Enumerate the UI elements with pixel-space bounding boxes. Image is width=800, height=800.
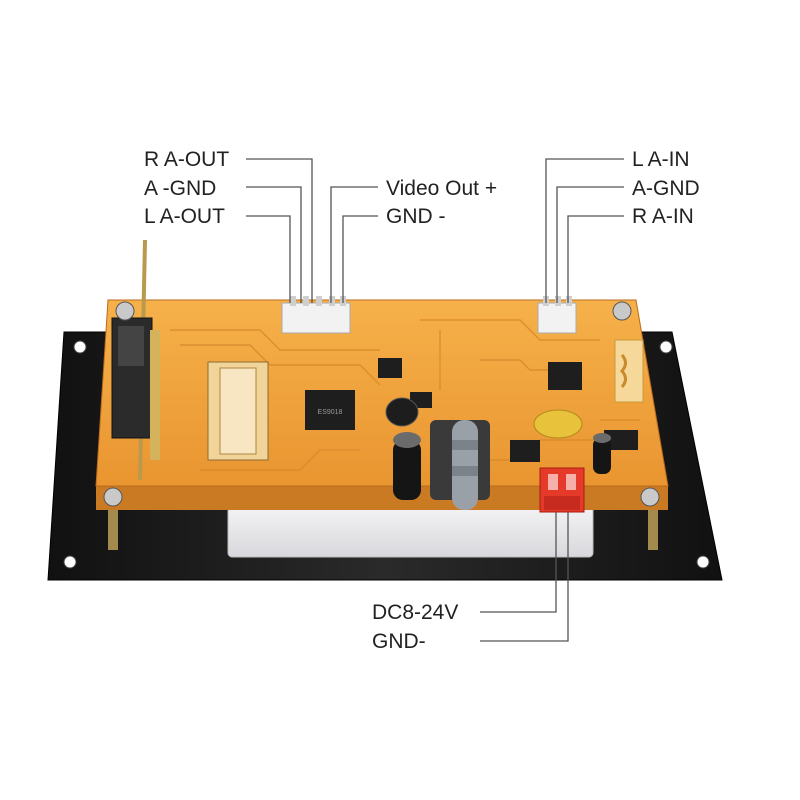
small-chip [510, 440, 540, 462]
label-video-out: Video Out + [386, 177, 498, 200]
label-dc-power: DC8-24V [372, 601, 459, 624]
lcd-module [227, 504, 594, 558]
small-chip [548, 362, 582, 390]
power-plug [539, 467, 585, 513]
side-header-pins [150, 330, 160, 460]
label-a-gnd-in: A-GND [632, 177, 700, 200]
plate-hole [63, 555, 77, 569]
left-header-connector [281, 302, 351, 334]
leader-lines [246, 158, 624, 642]
board-screws [103, 301, 660, 507]
standoff [648, 490, 658, 550]
pcb-board [95, 299, 669, 487]
capacitor [593, 438, 611, 474]
label-r-a-in: R A-IN [632, 205, 694, 228]
coin-battery [533, 409, 583, 439]
plate-hole [659, 340, 673, 354]
svg-text:ES9018: ES9018 [318, 409, 343, 416]
label-l-a-out: L A-OUT [144, 205, 225, 228]
small-chip [604, 430, 638, 450]
right-header-connector [537, 302, 577, 334]
label-r-a-out: R A-OUT [144, 148, 230, 171]
label-l-a-in: L A-IN [632, 148, 690, 171]
bluetooth-module [614, 339, 644, 403]
capacitor [385, 397, 419, 427]
pcb-edge [96, 484, 668, 510]
capacitor [393, 440, 421, 500]
label-video-gnd: GND - [386, 205, 446, 228]
small-chip [378, 358, 402, 378]
main-chip [305, 390, 355, 430]
label-power-gnd: GND- [372, 630, 426, 653]
plate-hole [696, 555, 710, 569]
plate-hole [73, 340, 87, 354]
label-a-gnd-out: A -GND [144, 177, 217, 200]
standoff [108, 490, 118, 550]
